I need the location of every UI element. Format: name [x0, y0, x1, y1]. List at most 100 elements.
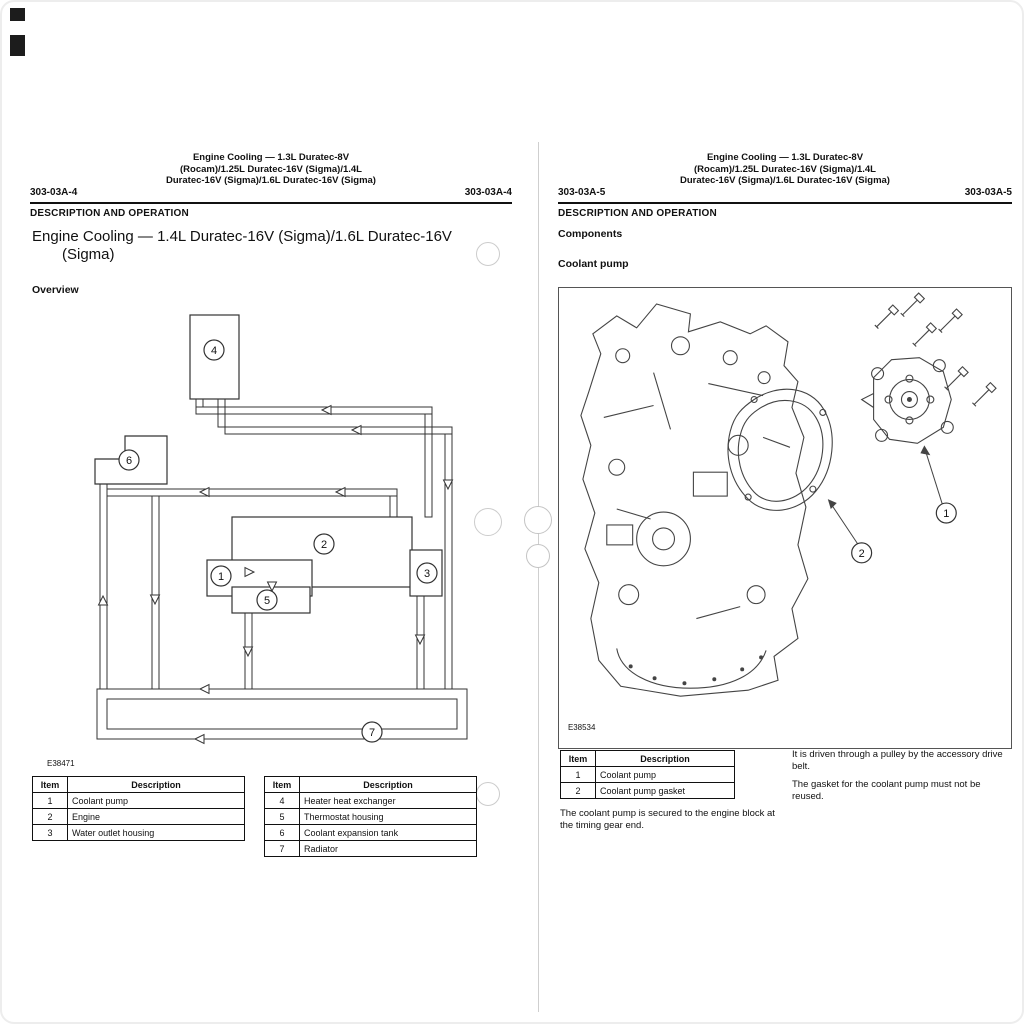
page-spine-divider: [538, 142, 539, 1012]
item-cell: 2: [32, 808, 68, 825]
description-cell: Water outlet housing: [67, 824, 245, 841]
header-rule: [30, 202, 512, 204]
callout-6: 6: [118, 449, 140, 471]
callout-3: 3: [416, 562, 438, 584]
coolant-pump-illustration: [860, 357, 954, 444]
note-pump-drive: It is driven through a pulley by the acc…: [792, 749, 1003, 772]
flow-arrows: [97, 404, 454, 745]
item-cell: 3: [32, 824, 68, 841]
description-cell: Coolant pump: [67, 792, 245, 809]
table-header-row: Item Description: [32, 776, 245, 793]
item-cell: 2: [560, 782, 596, 799]
coolant-pipes: [96, 398, 468, 740]
cooling-system-schematic: 1 2 3 4 5 6 7: [47, 314, 468, 768]
running-header-line: Engine Cooling — 1.3L Duratec-8V: [192, 152, 350, 163]
page-code-left: 303-03A-5: [558, 187, 606, 198]
item-header: Item: [264, 776, 300, 793]
table-header-row: Item Description: [264, 776, 477, 793]
description-cell: Coolant expansion tank: [299, 824, 477, 841]
item-cell: 5: [264, 808, 300, 825]
description-cell: Heater heat exchanger: [299, 792, 477, 809]
item-header: Item: [32, 776, 68, 793]
svg-text:1: 1: [943, 508, 949, 520]
item-header: Item: [560, 750, 596, 767]
registration-mark: [10, 35, 25, 56]
section-heading: DESCRIPTION AND OPERATION: [30, 208, 189, 219]
callout-2: 2: [827, 499, 873, 564]
table-header-row: Item Description: [560, 750, 735, 767]
binder-hole: [524, 506, 552, 534]
binder-hole: [476, 242, 500, 266]
item-cell: 6: [264, 824, 300, 841]
engine-block-illustration: [580, 303, 809, 697]
coolant-pump-exploded-view: 1 2 E38534: [568, 292, 997, 732]
note-pump-mounting: The coolant pump is secured to the engin…: [560, 808, 775, 831]
right-page: Engine Cooling — 1.3L Duratec-8V (Rocam)…: [558, 152, 1012, 1022]
running-header-line: Duratec-16V (Sigma)/1.6L Duratec-16V (Si…: [680, 175, 890, 186]
subsection-heading: Overview: [32, 284, 79, 296]
page-code-left: 303-03A-4: [30, 187, 78, 198]
description-header: Description: [299, 776, 477, 793]
running-header-line: (Rocam)/1.25L Duratec-16V (Sigma)/1.4L: [180, 163, 362, 175]
page-title: Engine Cooling — 1.4L Duratec-16V (Sigma…: [32, 228, 512, 264]
page-code-right: 303-03A-4: [464, 187, 512, 198]
svg-text:5: 5: [264, 595, 270, 607]
callout-4: 4: [203, 339, 225, 361]
description-header: Description: [595, 750, 735, 767]
running-header: Engine Cooling — 1.3L Duratec-8V (Rocam)…: [70, 152, 472, 187]
header-rule: [558, 202, 1012, 204]
item-cell: 1: [560, 766, 596, 783]
callout-7: 7: [361, 721, 383, 743]
binder-hole: [474, 508, 502, 536]
svg-text:3: 3: [424, 568, 430, 580]
figure-id: E38534: [568, 723, 596, 732]
callout-2: 2: [313, 533, 335, 555]
figure-frame: 1 2 E38534: [558, 287, 1012, 749]
running-header-line: (Rocam)/1.25L Duratec-16V (Sigma)/1.4L: [694, 163, 876, 175]
svg-text:2: 2: [859, 548, 865, 560]
description-cell: Coolant pump: [595, 766, 735, 783]
svg-text:2: 2: [321, 539, 327, 551]
callout-1: 1: [210, 565, 232, 587]
description-cell: Coolant pump gasket: [595, 782, 735, 799]
figure-heading: Coolant pump: [558, 258, 629, 270]
page-title-line1: Engine Cooling — 1.4L Duratec-16V (Sigma…: [32, 228, 452, 245]
running-header-line: Engine Cooling — 1.3L Duratec-8V: [706, 152, 864, 163]
subsection-heading: Components: [558, 228, 623, 240]
item-cell: 1: [32, 792, 68, 809]
binder-hole: [526, 544, 550, 568]
running-header-line: Duratec-16V (Sigma)/1.6L Duratec-16V (Si…: [166, 175, 376, 186]
description-header: Description: [67, 776, 245, 793]
registration-mark: [10, 8, 25, 21]
radiator-duct-inner: [106, 698, 458, 730]
svg-text:4: 4: [211, 345, 217, 357]
description-cell: Thermostat housing: [299, 808, 477, 825]
left-page: Engine Cooling — 1.3L Duratec-8V (Rocam)…: [30, 152, 512, 1022]
bolt-illustrations: [874, 292, 997, 407]
item-cell: 7: [264, 840, 300, 857]
figure-id: E38471: [47, 759, 75, 768]
callout-5: 5: [256, 589, 278, 611]
description-cell: Engine: [67, 808, 245, 825]
item-cell: 4: [264, 792, 300, 809]
radiator-duct-outer: [96, 688, 468, 740]
section-heading: DESCRIPTION AND OPERATION: [558, 208, 717, 219]
running-header: Engine Cooling — 1.3L Duratec-8V (Rocam)…: [598, 152, 972, 187]
callout-1: 1: [920, 445, 957, 524]
description-cell: Radiator: [299, 840, 477, 857]
svg-text:1: 1: [218, 571, 224, 583]
page-title-line2: (Sigma): [62, 246, 115, 263]
coolant-pump-gasket-illustration: [727, 388, 833, 511]
page-code-right: 303-03A-5: [964, 187, 1012, 198]
